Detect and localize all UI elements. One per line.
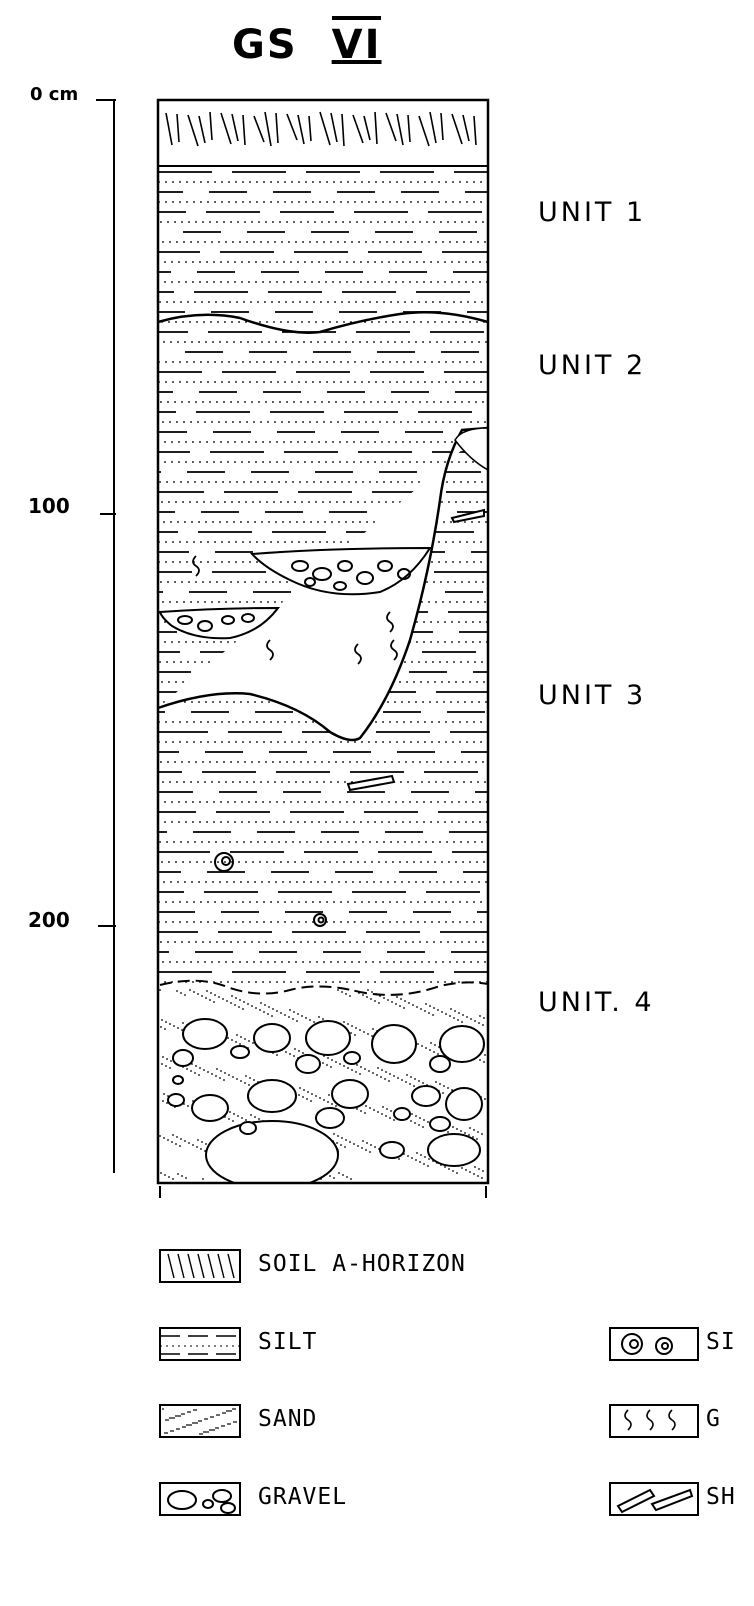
- figure-title: GS VI: [232, 16, 382, 68]
- shard-symbols: [346, 508, 485, 792]
- legend-swatches: [159, 1249, 699, 1516]
- gravel-lens-lower: [158, 606, 281, 640]
- worm-symbols: [192, 555, 398, 665]
- legend-label-sand: SAND: [258, 1406, 318, 1432]
- legend-label-soil: SOIL A-HORIZON: [258, 1251, 466, 1277]
- unit-2-label: UNIT 2: [538, 350, 647, 381]
- depth-axis: [96, 99, 116, 1173]
- legend-label-snail: SI: [706, 1329, 736, 1355]
- column-outline: [156, 98, 490, 1185]
- gravel-lens-upper: [249, 546, 432, 596]
- gravel-sand-layer: [158, 985, 488, 1183]
- depth-label-0: 0 cm: [30, 84, 79, 105]
- title-main: GS: [232, 22, 298, 68]
- soil-horizon-layer: [165, 111, 477, 147]
- gastropod-symbols: [214, 852, 327, 927]
- unit-4-label: UNIT. 4: [538, 987, 655, 1018]
- depth-label-100: 100: [28, 494, 70, 518]
- legend-label-shard: SH: [706, 1484, 736, 1510]
- title-numeral: VI: [331, 16, 382, 68]
- legend-label-worm: G: [706, 1406, 721, 1432]
- unit-1-label: UNIT 1: [538, 197, 647, 228]
- boundary-unit3-unit4: [159, 979, 489, 996]
- boundary-unit1-unit2: [157, 310, 489, 334]
- legend-label-gravel: GRAVEL: [258, 1484, 348, 1510]
- legend-label-silt: SILT: [258, 1329, 318, 1355]
- depth-label-200: 200: [28, 908, 70, 932]
- unit-3-label: UNIT 3: [538, 680, 647, 711]
